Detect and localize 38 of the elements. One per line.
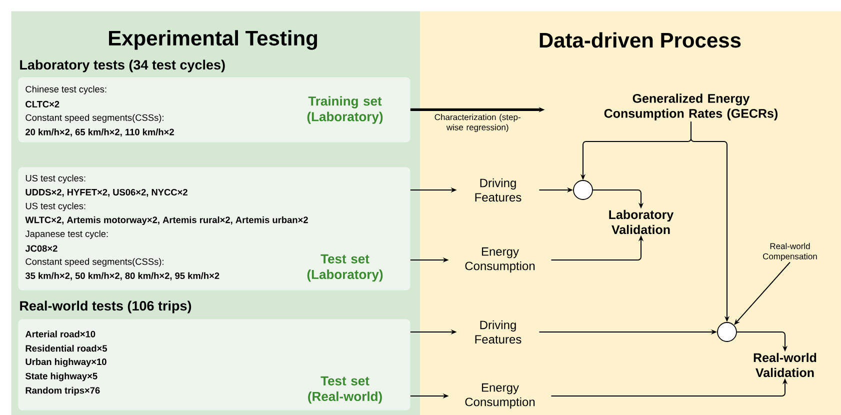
cycle-list-text: Urban highway×10 <box>26 358 106 367</box>
process-label: Energy Consumption <box>465 247 535 273</box>
validation-label: Generalized Energy Consumption Rates (GECRs) <box>604 94 778 120</box>
cycle-list-text: Residential road×5 <box>26 344 108 352</box>
cycle-list-text: Constant speed segments(CSSs): <box>26 258 164 267</box>
cycle-list-text: UDDS×2, HYFET×2, US06×2, NYCC×2 <box>26 188 188 197</box>
set-label: Test set (Laboratory) <box>307 254 383 282</box>
validation-label: Laboratory Validation <box>609 210 674 234</box>
cycle-list-text: Chinese test cycles: <box>26 86 106 94</box>
cycle-list-text: State highway×5 <box>25 372 98 382</box>
cycle-list-text: CLTC×2 <box>26 100 60 108</box>
edge-label: Characterization (step-wise regression) <box>434 114 520 132</box>
cycle-list-text: Japanese test cycle: <box>25 230 108 239</box>
junction-circle <box>573 180 593 200</box>
cycle-list-text: Constant speed segments(CSSs): <box>26 114 164 123</box>
test-set-box <box>18 77 410 142</box>
junction-circle <box>717 322 737 342</box>
test-set-box <box>18 319 410 410</box>
cycle-list-text: 35 km/h×2, 50 km/h×2, 80 km/h×2, 95 km/h×2 <box>25 272 220 280</box>
cycle-list-text: US test cycles: <box>26 202 86 212</box>
panel-title: Data-driven Process <box>540 32 741 48</box>
cycle-list-text: WLTC×2, Artemis motorway×2, Artemis rural×2, Artemis urban×2 <box>25 216 308 225</box>
panel-title: Experimental Testing <box>109 30 318 50</box>
section-heading: Real-world tests (106 trips) <box>20 300 192 314</box>
validation-label: Real-world Validation <box>754 352 816 378</box>
process-label: Driving Features <box>475 320 522 344</box>
set-label: Test set (Real-world) <box>308 376 382 404</box>
note-text: Real-world Compensation <box>763 242 817 262</box>
cycle-list-text: Arterial road×10 <box>25 330 96 338</box>
process-label: Driving Features <box>475 178 522 202</box>
cycle-list-text: US test cycles: <box>26 174 86 184</box>
section-heading: Laboratory tests (34 test cycles) <box>20 60 225 72</box>
test-set-box <box>18 167 410 290</box>
cycle-list-text: Random trips×76 <box>26 386 100 396</box>
cycle-list-text: 20 km/h×2, 65 km/h×2, 110 km/h×2 <box>26 128 174 137</box>
process-label: Energy Consumption <box>465 383 535 409</box>
set-label: Training set (Laboratory) <box>307 96 383 124</box>
cycle-list-text: JC08×2 <box>25 245 58 252</box>
